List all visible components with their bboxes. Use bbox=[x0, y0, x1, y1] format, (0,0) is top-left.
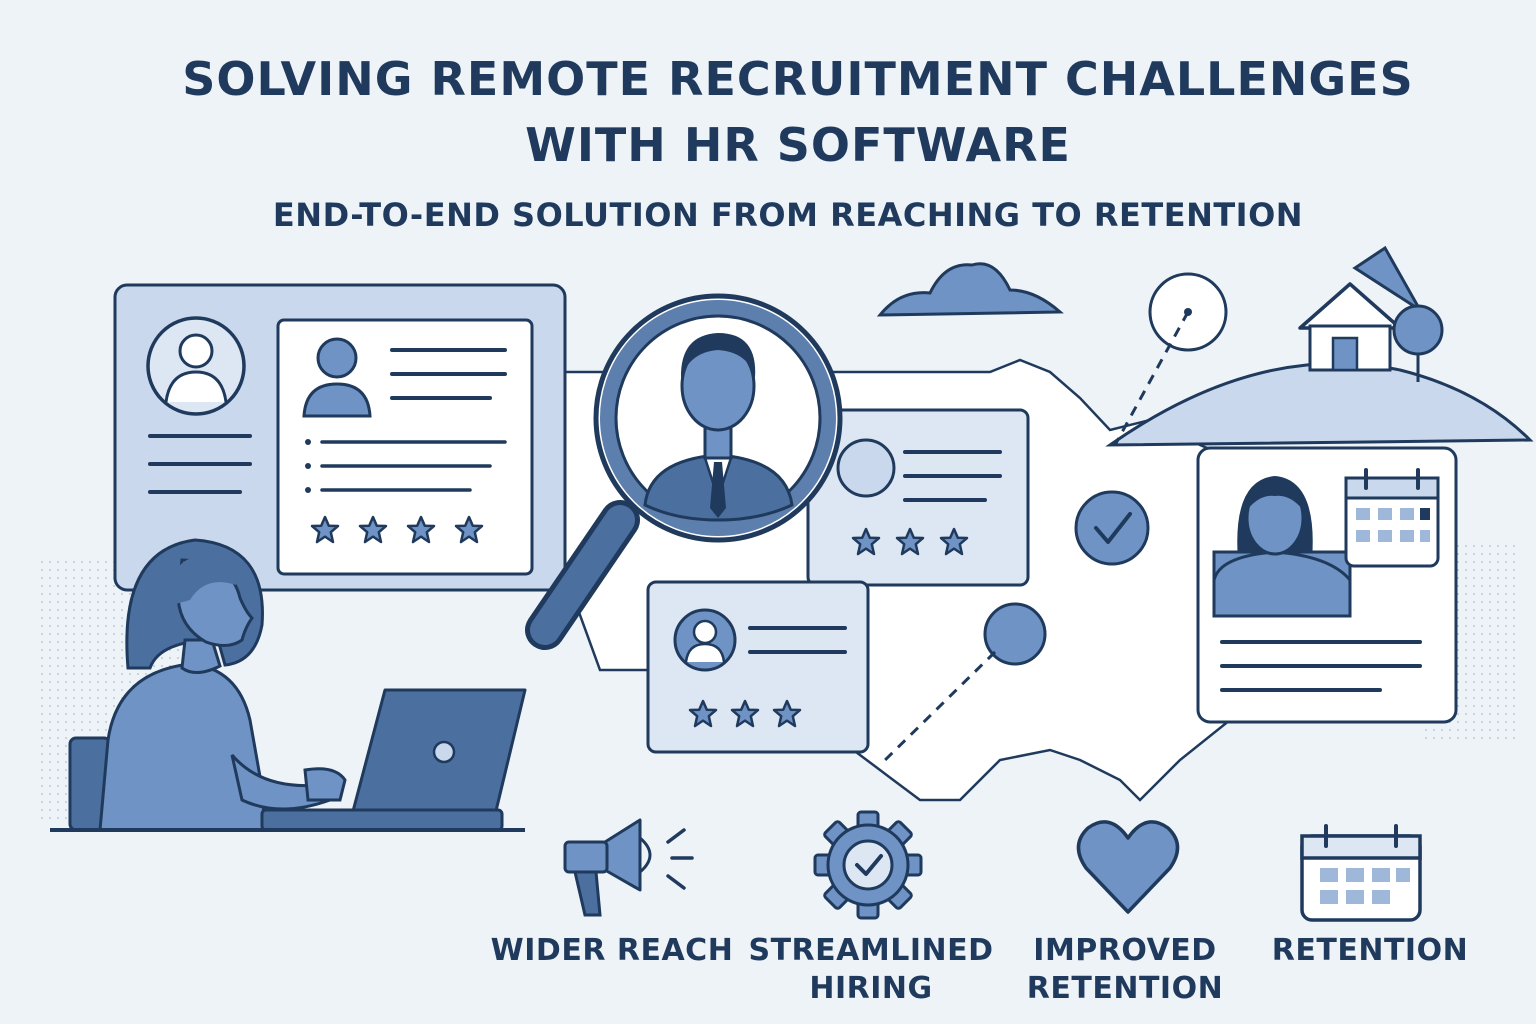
page-subtitle: END-TO-END SOLUTION FROM REACHING TO RET… bbox=[272, 196, 1304, 234]
resume-monitor bbox=[113, 283, 567, 592]
laptop-icon bbox=[260, 688, 527, 832]
magnifier-icon bbox=[525, 293, 843, 650]
candidate-card-small bbox=[646, 580, 870, 754]
location-dot bbox=[878, 602, 1047, 767]
home-hill bbox=[1105, 245, 1534, 447]
benefit-label-wider-reach: WIDER REACH bbox=[490, 933, 734, 968]
check-circle-icon bbox=[1074, 490, 1150, 566]
calendar-icon bbox=[1300, 824, 1422, 922]
benefit-label-retention: RETENTION bbox=[1271, 933, 1469, 968]
onboarding-panel bbox=[1196, 446, 1458, 724]
recruiter-woman bbox=[68, 538, 347, 832]
page-title-line-1: SOLVING REMOTE RECRUITMENT CHALLENGES bbox=[182, 52, 1414, 106]
cloud-icon bbox=[876, 262, 1064, 317]
page-title-line-2: WITH HR SOFTWARE bbox=[525, 118, 1071, 172]
heart-icon bbox=[1076, 820, 1180, 914]
megaphone-icon bbox=[563, 818, 694, 917]
candidate-card-mid bbox=[806, 408, 1030, 587]
location-pin bbox=[1113, 272, 1228, 446]
benefit-label-improved-retention: IMPROVED RETENTION bbox=[1026, 933, 1224, 1006]
benefit-label-streamlined-hiring: STREAMLINED HIRING bbox=[748, 933, 994, 1006]
gear-check-icon bbox=[813, 810, 923, 920]
